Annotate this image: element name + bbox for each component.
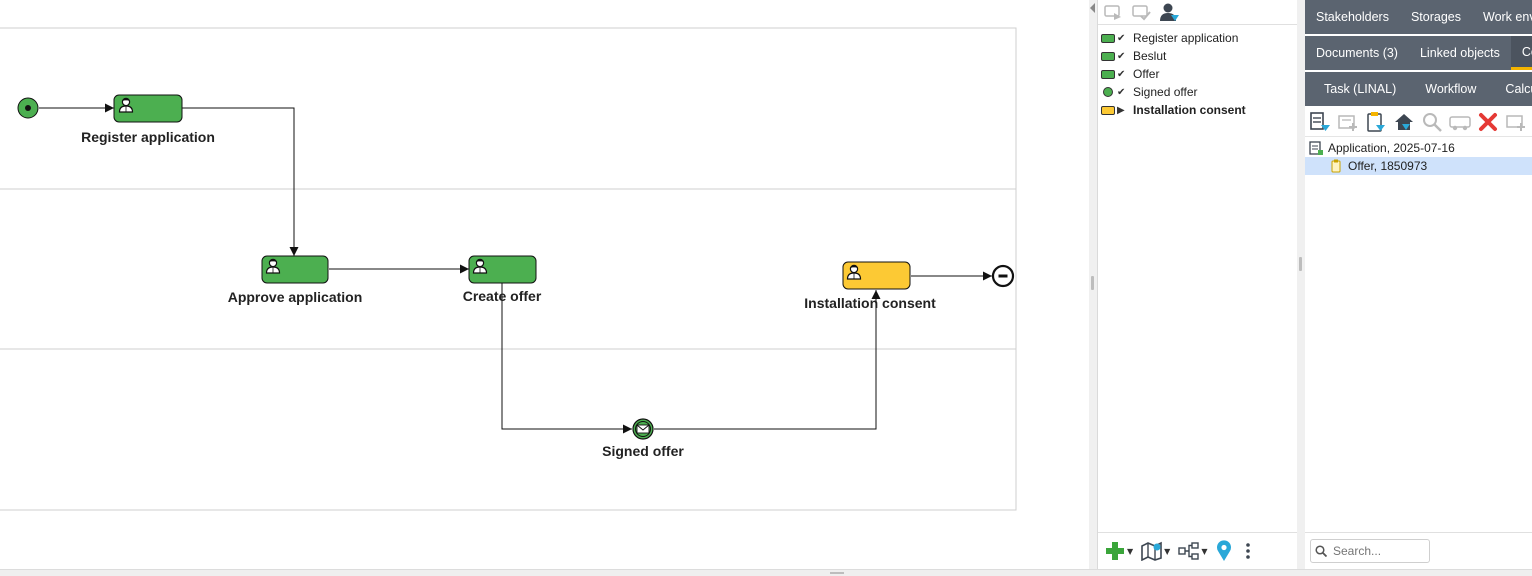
forward-task-icon[interactable]	[1102, 2, 1124, 22]
tree-item-selected[interactable]: Offer, 1850973	[1305, 157, 1532, 175]
search-icon	[1315, 545, 1327, 557]
step-active-icon: ▶	[1117, 104, 1125, 116]
flow-create-to-signed	[501, 283, 632, 434]
connection-tree: Application, 2025-07-16 Offer, 1850973	[1305, 137, 1532, 175]
complete-task-icon[interactable]	[1130, 2, 1152, 22]
tab-work-environment[interactable]: Work environment	[1483, 10, 1532, 24]
workflow-step[interactable]: ✔ Signed offer	[1098, 83, 1298, 101]
add-button[interactable]: ▼	[1104, 539, 1133, 563]
process-diagram-canvas[interactable]: Register application Approve application…	[0, 0, 1089, 569]
search-icon[interactable]	[1420, 110, 1444, 134]
property-icon[interactable]	[1392, 110, 1416, 134]
task-shape	[842, 261, 911, 290]
task-create-offer[interactable]: Create offer	[463, 255, 542, 304]
step-done-icon: ✔	[1117, 32, 1126, 44]
tab-documents[interactable]: Documents (3)	[1316, 46, 1398, 60]
horizontal-splitter[interactable]	[0, 569, 1532, 576]
process-diagram: Register application Approve application…	[0, 27, 1017, 511]
task-label: Approve application	[228, 289, 363, 305]
workflow-step[interactable]: ✔ Beslut	[1098, 47, 1298, 65]
details-panel: Stakeholders Storages Work environment D…	[1305, 0, 1532, 569]
workflow-bottom-toolbar: ▼ ▼ ▼	[1098, 532, 1298, 569]
tree-item[interactable]: Application, 2025-07-16	[1305, 139, 1532, 157]
assign-user-icon[interactable]	[1158, 2, 1180, 22]
add-window-icon[interactable]	[1504, 110, 1528, 134]
start-event[interactable]	[17, 97, 39, 119]
tab-stakeholders[interactable]: Stakeholders	[1316, 10, 1389, 24]
collapse-left-icon[interactable]	[1089, 2, 1097, 14]
workflow-step-active[interactable]: ▶ Installation consent	[1098, 101, 1298, 119]
location-pin-icon	[1217, 540, 1232, 561]
add-to-list-icon[interactable]	[1336, 110, 1360, 134]
tree-item-label: Offer, 1850973	[1348, 159, 1428, 173]
map-button[interactable]: ▼	[1141, 539, 1170, 563]
tab-row-1: Stakeholders Storages Work environment	[1305, 0, 1532, 36]
step-label: Register application	[1133, 31, 1239, 45]
workflow-toolbar	[1098, 0, 1298, 25]
map-icon	[1141, 541, 1162, 561]
tab-storages[interactable]: Storages	[1410, 10, 1461, 24]
splitter-left[interactable]	[1089, 0, 1097, 569]
flow-register-to-approve	[182, 107, 299, 256]
task-shape	[113, 94, 183, 123]
tab-linked-objects[interactable]: Linked objects	[1419, 46, 1500, 60]
search-input[interactable]	[1331, 543, 1425, 559]
task-shape-icon	[1101, 69, 1115, 79]
task-label: Installation consent	[804, 295, 936, 311]
tab-task[interactable]: Task (LINAL)	[1324, 82, 1397, 96]
tab-connections[interactable]: Connections	[1510, 36, 1532, 70]
step-done-icon: ✔	[1117, 68, 1126, 80]
vehicle-icon[interactable]	[1448, 110, 1472, 134]
tab-workflow[interactable]: Workflow	[1425, 82, 1477, 96]
workflow-step-list: ✔ Register application ✔ Beslut ✔ Offer …	[1098, 25, 1298, 119]
step-label: Offer	[1133, 67, 1160, 81]
task-label: Register application	[81, 129, 215, 145]
task-shape	[261, 255, 329, 284]
end-event[interactable]	[991, 264, 1015, 288]
hierarchy-button[interactable]: ▼	[1178, 539, 1207, 563]
hierarchy-icon	[1178, 542, 1200, 560]
tab-calculation[interactable]: Calculation	[1505, 82, 1532, 96]
workflow-step[interactable]: ✔ Register application	[1098, 29, 1298, 47]
task-approve-application[interactable]: Approve application	[228, 255, 363, 305]
connections-toolbar	[1305, 108, 1532, 137]
sequence-flows	[39, 103, 992, 434]
tab-row-2: Documents (3) Linked objects Connections	[1305, 36, 1532, 72]
splitter-right[interactable]	[1297, 0, 1305, 569]
flow-signed-to-consent	[654, 290, 881, 430]
search-bar	[1305, 532, 1532, 569]
clipboard-icon[interactable]	[1364, 110, 1388, 134]
workflow-steps-panel: ✔ Register application ✔ Beslut ✔ Offer …	[1097, 0, 1298, 569]
step-done-icon: ✔	[1117, 86, 1126, 98]
pool	[0, 27, 1017, 511]
event-signed-offer[interactable]: Signed offer	[602, 418, 684, 459]
task-label: Create offer	[463, 288, 542, 304]
step-label: Signed offer	[1133, 85, 1198, 99]
event-label: Signed offer	[602, 443, 684, 459]
envelope-icon	[636, 424, 650, 434]
more-options-button[interactable]	[1241, 539, 1255, 563]
more-vertical-icon	[1246, 543, 1251, 559]
tree-item-label: Application, 2025-07-16	[1328, 141, 1455, 155]
offer-icon	[1328, 158, 1344, 174]
step-label: Beslut	[1133, 49, 1167, 63]
task-register-application[interactable]: Register application	[81, 94, 215, 145]
event-shape-icon	[1103, 87, 1113, 97]
task-shape-icon	[1101, 51, 1115, 61]
tab-row-3: Task (LINAL) Workflow Calculation	[1305, 72, 1532, 108]
workflow-step[interactable]: ✔ Offer	[1098, 65, 1298, 83]
application-icon	[1308, 140, 1324, 156]
step-label: Installation consent	[1133, 103, 1246, 117]
plus-icon	[1106, 542, 1124, 560]
search-box[interactable]	[1310, 539, 1430, 563]
delete-icon[interactable]	[1476, 110, 1500, 134]
step-done-icon: ✔	[1117, 50, 1126, 62]
task-shape-icon	[1101, 33, 1115, 43]
task-shape-icon	[1101, 105, 1115, 115]
location-button[interactable]	[1215, 539, 1233, 563]
task-shape	[468, 255, 537, 284]
task-installation-consent[interactable]: Installation consent	[804, 261, 936, 311]
new-connection-icon[interactable]	[1308, 110, 1332, 134]
